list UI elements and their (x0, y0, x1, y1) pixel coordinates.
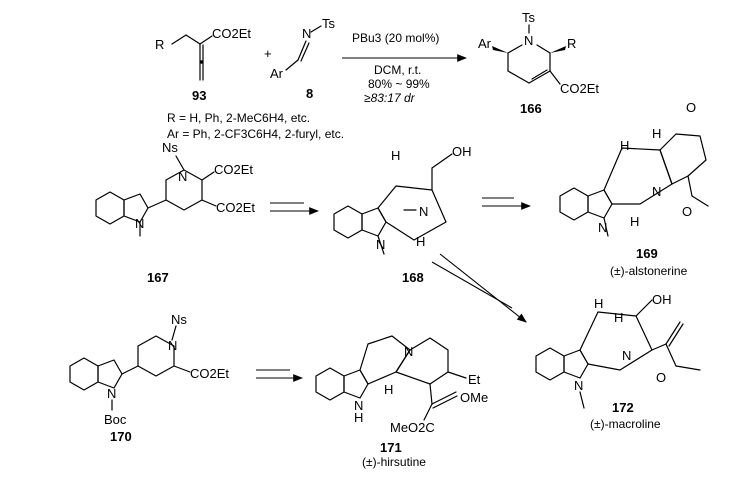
c167-indole-n: N (135, 216, 144, 231)
c169-indole-n: N (598, 220, 607, 235)
compound-168-label: 168 (402, 270, 424, 285)
compound-93-label: 93 (192, 88, 206, 103)
c172-indole-n: N (574, 378, 583, 393)
c169-ketone-o: O (682, 204, 692, 219)
compound-8-label: 8 (306, 86, 313, 101)
c171-et: Et (468, 372, 481, 387)
plus-sign: + (264, 46, 272, 61)
condition-solvent: DCM, r.t. (374, 63, 421, 77)
condition-dr: ≥83:17 dr (364, 91, 416, 105)
compound-172-name: (±)-macroline (590, 417, 661, 431)
c169-h1: H (620, 138, 629, 153)
c172-oh: OH (652, 292, 672, 307)
c172-n: N (622, 348, 631, 363)
c170-boc: Boc (104, 412, 127, 427)
c168-h1: H (391, 148, 400, 163)
c168-indole-n: N (376, 237, 385, 252)
compound-167-structure: N N Ns CO2Et CO2Et 167 (95, 140, 255, 285)
c167-n: N (178, 169, 187, 184)
compound-169-label: 169 (636, 246, 658, 261)
c169-h2: H (652, 126, 661, 141)
product-n: N (524, 33, 533, 48)
c169-n: N (652, 184, 661, 199)
compound-168-structure: N OH N H H 168 (333, 144, 472, 285)
c172-ketone-o: O (656, 370, 666, 385)
c168-n: N (419, 204, 428, 219)
compound-8-structure: N Ts Ar 8 (270, 16, 336, 101)
c168-oh: OH (452, 144, 472, 159)
compound-172-label: 172 (612, 400, 634, 415)
reagent-93-ester: CO2Et (212, 26, 251, 41)
c169-h3: H (630, 214, 639, 229)
product-r: R (567, 36, 576, 51)
c171-h: H (384, 382, 393, 397)
compound-167-label: 167 (147, 270, 169, 285)
product-ts: Ts (522, 10, 536, 25)
compound-171-structure: N H N Et H OMe MeO2C 171 (±)-hirsutine (315, 335, 488, 469)
condition-catalyst: PBu3 (20 mol%) (352, 31, 439, 45)
reagent-8-ar: Ar (270, 66, 284, 81)
reagent-8-ts: Ts (322, 16, 336, 31)
c170-ns: Ns (171, 312, 187, 327)
c171-ome: OMe (460, 390, 488, 405)
product-ester: CO2Et (560, 81, 599, 96)
arrow-168-172 (439, 253, 527, 323)
c168-h2: H (416, 234, 425, 249)
c167-ester-1: CO2Et (214, 162, 253, 177)
compound-93-structure: R CO2Et 93 (155, 26, 251, 103)
product-ar: Ar (478, 36, 492, 51)
c167-ester-2: CO2Et (216, 200, 255, 215)
compound-172-structure: N N OH O H H 172 (±)-macroline (535, 292, 701, 431)
c167-ns: Ns (162, 140, 178, 155)
scope-r: R = H, Ph, 2-MeC6H4, etc. (167, 111, 310, 125)
scope-ar: Ar = Ph, 2-CF3C6H4, 2-furyl, etc. (167, 127, 344, 141)
c170-ester: CO2Et (190, 366, 229, 381)
c171-ester: MeO2C (390, 420, 435, 435)
compound-171-name: (±)-hirsutine (362, 455, 426, 469)
compound-166-label: 166 (520, 101, 542, 116)
c169-o: O (686, 100, 696, 115)
c172-h1: H (594, 296, 603, 311)
condition-yield: 80% ~ 99% (368, 77, 430, 91)
reagent-93-r-group: R (155, 37, 164, 52)
compound-171-label: 171 (380, 440, 402, 455)
compound-169-structure: N N O O H H H 169 (±)-alstonerine (559, 100, 709, 278)
compound-169-name: (±)-alstonerine (610, 264, 688, 278)
c170-n: N (168, 338, 177, 353)
c170-indole-n: N (107, 386, 116, 401)
c171-indole-n: N (354, 398, 363, 413)
compound-170-label: 170 (110, 429, 132, 444)
c171-indole-h: H (354, 410, 363, 425)
compound-170-structure: N Boc N Ns CO2Et 170 (69, 312, 229, 444)
c172-h2: H (614, 310, 623, 325)
compound-166-structure: Ts N Ar R CO2Et 166 (478, 10, 599, 116)
reagent-8-n: N (302, 26, 311, 41)
